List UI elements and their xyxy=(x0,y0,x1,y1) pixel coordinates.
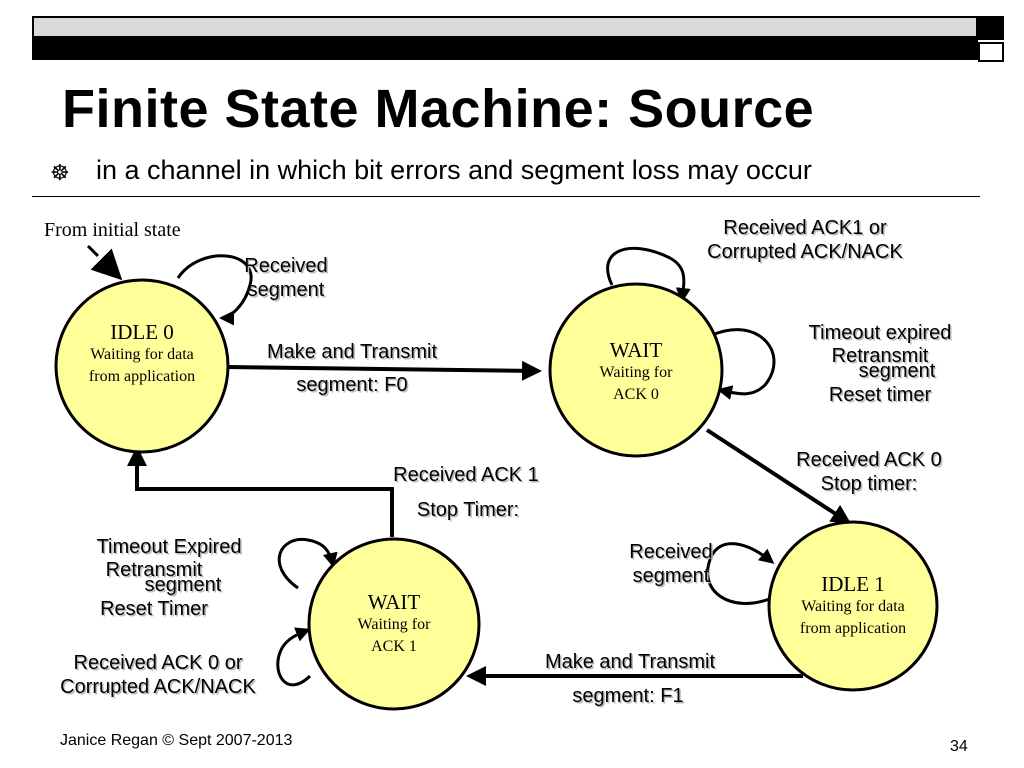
wheel-bullet-icon: ☸ xyxy=(50,160,70,185)
title-underline xyxy=(32,196,980,197)
state-wait1: WAIT Waiting for ACK 1 xyxy=(308,590,480,658)
label-line: Stop timer: xyxy=(820,473,918,495)
idle0-to-wait0-arrow xyxy=(225,360,542,381)
initial-arrow xyxy=(86,244,123,281)
label-line: Received xyxy=(244,255,328,277)
idle1-self-loop xyxy=(706,542,775,605)
label-idle0-self: Received segment xyxy=(226,254,346,302)
label-wait0-to-idle1: Received ACK 0 Stop timer: xyxy=(764,448,974,496)
wait0-to-idle1-arrow xyxy=(705,428,852,525)
label-wait1-to-idle0-line1: Received ACK 1 xyxy=(393,464,539,486)
state-desc-line1: Waiting for xyxy=(599,364,673,381)
state-desc-line2: from application xyxy=(88,368,196,385)
label-wait1-top: Timeout Expired Retransmit segment Reset… xyxy=(64,536,274,621)
label-line: Received ACK 0 or xyxy=(73,652,243,674)
page-number: 34 xyxy=(950,738,968,755)
state-desc-line2: ACK 0 xyxy=(613,386,659,403)
label-line: Timeout expired xyxy=(808,322,952,344)
label-wait1-bottom: Received ACK 0 or Corrupted ACK/NACK xyxy=(26,651,290,699)
idle0-self-loop xyxy=(176,254,253,326)
label-line: Received ACK 0 xyxy=(796,449,942,471)
state-name: IDLE 0 xyxy=(110,320,174,344)
from-initial-label: From initial state xyxy=(44,219,181,241)
label-line: Reset timer xyxy=(828,384,932,406)
state-wait0: WAIT Waiting for ACK 0 xyxy=(550,338,722,406)
label-wait1-to-idle0-line2: Stop Timer: xyxy=(416,499,520,521)
state-name: WAIT xyxy=(609,338,663,362)
label-wait0-right: Timeout expired Retransmit segment Reset… xyxy=(780,322,980,407)
label-line: Retransmit xyxy=(831,345,929,367)
label-line: Corrupted ACK/NACK xyxy=(60,676,256,698)
label-idle1-self: Received segment xyxy=(608,540,734,588)
state-desc-line1: Waiting for data xyxy=(90,346,194,363)
label-line: Reset Timer xyxy=(100,598,208,620)
label-line: Timeout Expired xyxy=(96,536,242,558)
label-idle0-to-wait0-line2: segment: F0 xyxy=(296,374,408,396)
wait1-top-loop xyxy=(277,537,338,590)
state-desc-line1: Waiting for data xyxy=(801,598,905,615)
bullet-text: in a channel in which bit errors and seg… xyxy=(96,155,812,185)
state-wait1-circle xyxy=(307,537,481,711)
state-wait0-circle xyxy=(548,282,724,458)
footer-credit: Janice Regan © Sept 2007-2013 xyxy=(60,732,293,749)
label-line: Corrupted ACK/NACK xyxy=(707,241,903,263)
wait0-right-loop xyxy=(711,328,776,400)
state-desc-line2: from application xyxy=(799,620,907,637)
label-line: segment xyxy=(858,360,936,382)
label-idle1-to-wait1-line1: Make and Transmit xyxy=(544,651,716,673)
state-idle1: IDLE 1 Waiting for data from application xyxy=(767,572,939,640)
label-idle0-to-wait0-line1: Make and Transmit xyxy=(266,341,438,363)
wait1-bottom-loop xyxy=(276,627,312,687)
state-idle0-circle xyxy=(54,278,230,454)
label-line: segment xyxy=(144,574,222,596)
label-line: Received xyxy=(629,541,713,563)
state-name: IDLE 1 xyxy=(821,572,885,596)
state-desc-line2: ACK 1 xyxy=(371,638,417,655)
state-idle1-circle xyxy=(767,520,939,692)
label-line: Retransmit xyxy=(105,559,203,581)
slide-title: Finite State Machine: Source xyxy=(62,79,815,139)
label-line: segment xyxy=(632,565,710,587)
label-line: segment xyxy=(247,279,325,301)
label-wait0-top: Received ACK1 or Corrupted ACK/NACK xyxy=(670,216,940,264)
label-line: Received ACK1 or xyxy=(723,217,887,239)
state-desc-line1: Waiting for xyxy=(357,616,431,633)
wait0-top-loop xyxy=(606,246,691,303)
state-idle0: IDLE 0 Waiting for data from application xyxy=(56,320,228,388)
state-name: WAIT xyxy=(367,590,421,614)
wait1-to-idle0-arrow xyxy=(127,446,394,537)
label-idle1-to-wait1-line2: segment: F1 xyxy=(572,685,684,707)
